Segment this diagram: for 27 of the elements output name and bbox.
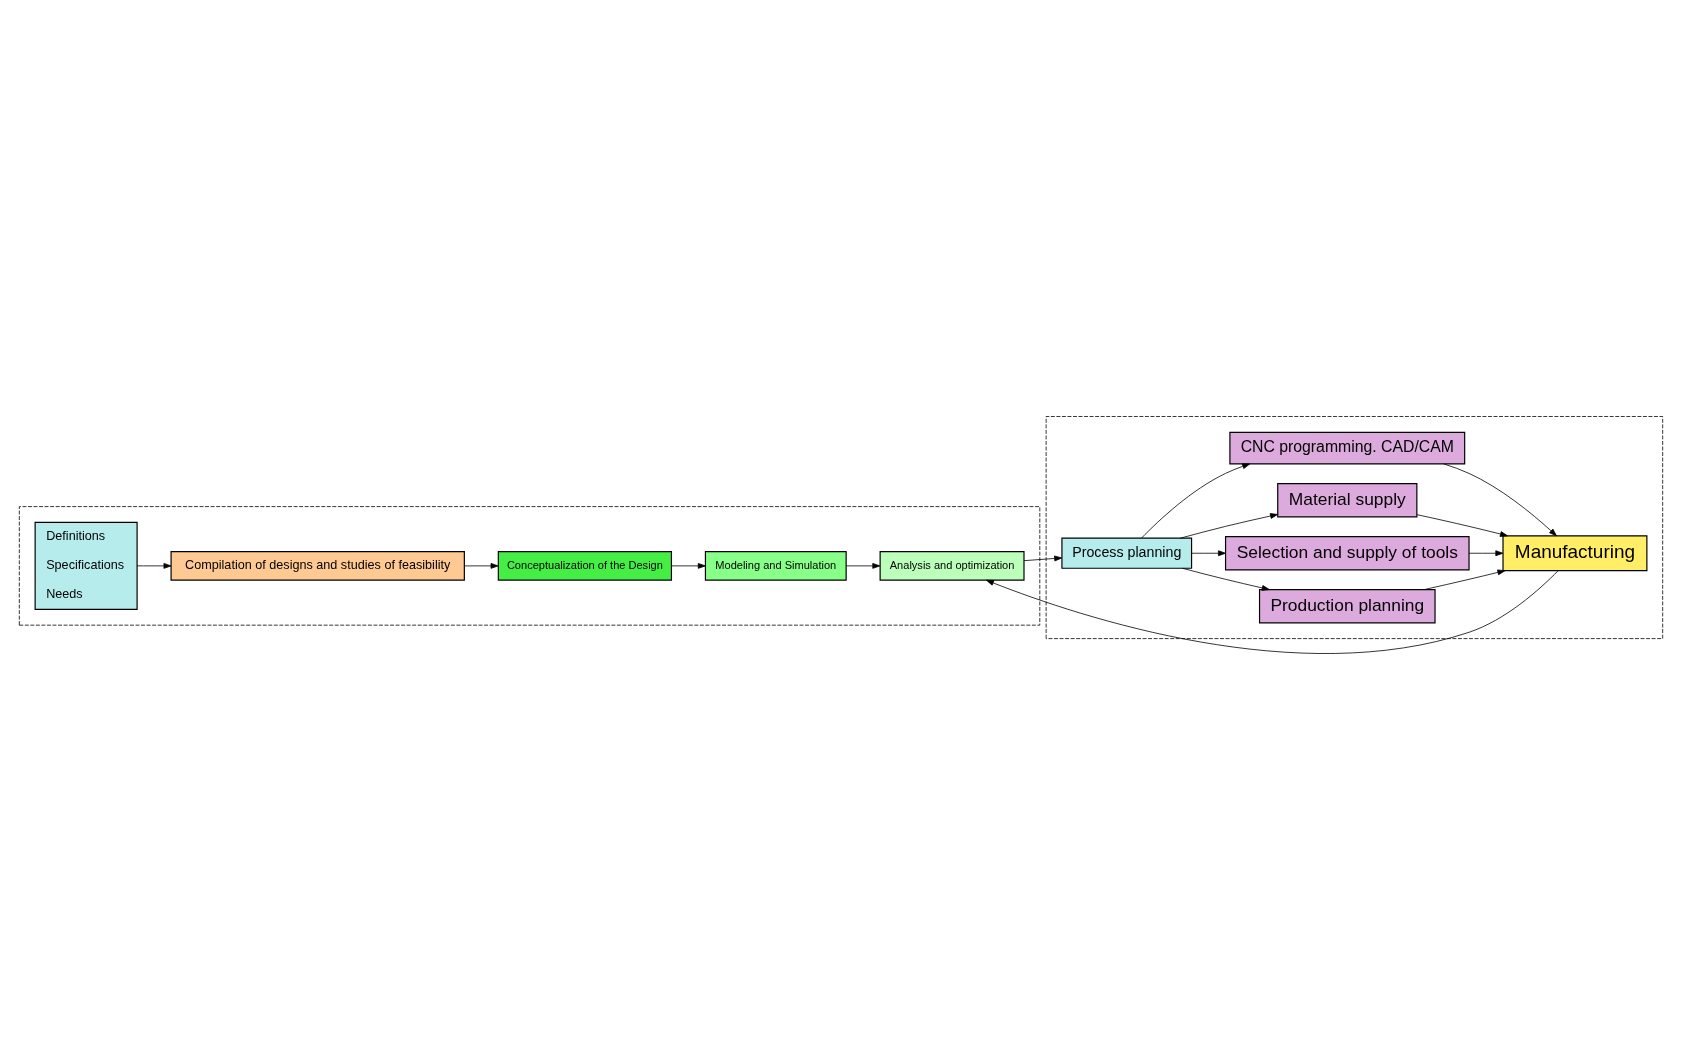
arrow [1141,462,1251,538]
arrow [1416,513,1508,537]
arrow [986,569,1559,654]
node-box: Manufacturing [1502,534,1648,571]
arrow [671,562,706,569]
node-box: Production planning [1258,588,1436,623]
node-box: Process planning [1061,537,1193,569]
cluster [1045,415,1664,639]
cluster [18,505,1041,626]
arrow [1023,555,1063,561]
arrow [1423,569,1506,590]
node-box: CNC programming. CAD/CAM [1229,431,1466,464]
arrow [1191,549,1226,556]
arrow [136,562,172,569]
arrow [1468,549,1504,556]
node-box: Analysis and optimization [879,550,1025,581]
arrow [1179,512,1278,539]
arrow [846,562,881,569]
arrow [1182,567,1270,591]
arrow [1443,463,1557,536]
node-box: Material supply [1277,482,1418,517]
node-box: Compilation of designs and studies of feasibility [170,550,465,581]
node-box: Selection and supply of tools [1224,535,1470,570]
node-box: Definitions Specifications Needs [34,521,138,610]
arrow [464,562,499,569]
node-box: Modeling and Simulation [704,550,847,581]
node-box: Conceptualization of the Design [497,550,673,581]
